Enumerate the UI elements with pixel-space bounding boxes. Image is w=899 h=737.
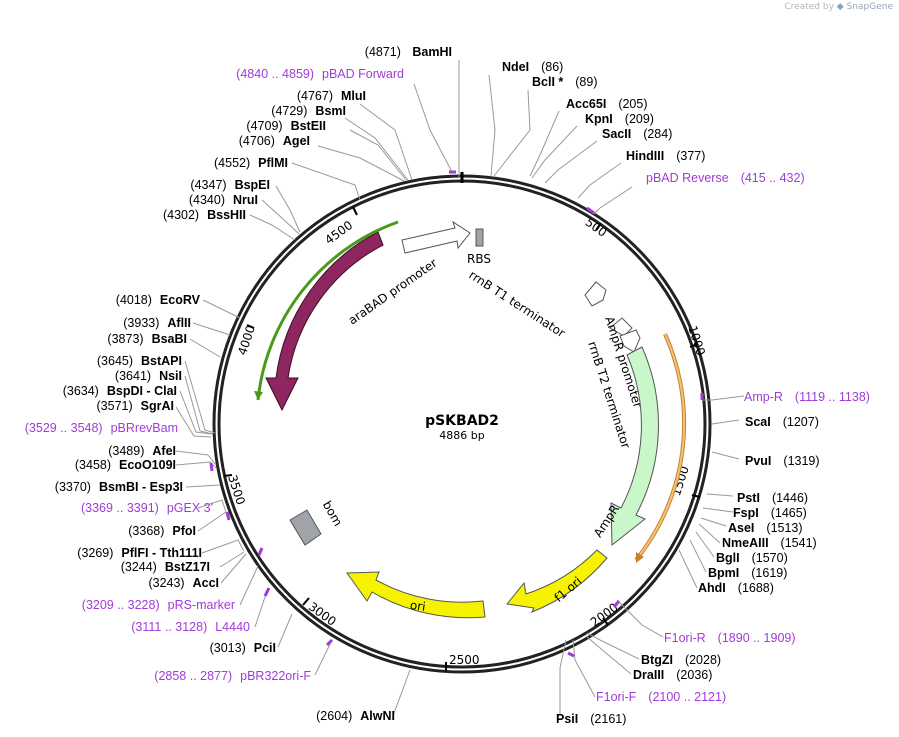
feature-f1-ori[interactable]: f1 ori: [506, 549, 608, 613]
site-BclI[interactable]: BclI *(89): [532, 75, 598, 89]
site-BsaBI[interactable]: (3873)BsaBI: [107, 332, 187, 346]
site-BstAPI[interactable]: (3645)BstAPI: [97, 354, 182, 368]
site-L4440[interactable]: (3111 .. 3128)L4440: [131, 620, 250, 634]
site-KpnI[interactable]: KpnI(209): [585, 112, 654, 126]
site-PstI[interactable]: PstI(1446): [737, 491, 808, 505]
ruler-tick-1000: 1000: [685, 324, 708, 357]
site-BstEII[interactable]: (4709)BstEII: [246, 119, 326, 133]
site-pBR322ori-F[interactable]: (2858 .. 2877)pBR322ori-F: [154, 669, 311, 683]
ruler-tick-2500: 2500: [445, 653, 480, 671]
site-MluI[interactable]: (4767)MluI: [297, 89, 366, 103]
site-F1ori-F[interactable]: F1ori-F(2100 .. 2121): [596, 690, 726, 704]
leader-lines: [175, 60, 745, 717]
plasmid-name: pSKBAD2: [425, 413, 499, 429]
plasmid-backbone: [212, 172, 712, 674]
feature-bom[interactable]: bom: [289, 499, 345, 546]
site-PflFI-Tth111I[interactable]: (3269)PflFI - Tth111I: [77, 546, 202, 560]
site-SgrAI[interactable]: (3571)SgrAI: [97, 399, 174, 413]
site-HindIII[interactable]: HindIII(377): [626, 149, 705, 163]
site-BamHI[interactable]: (4871) BamHI: [365, 45, 452, 59]
site-pRS-marker[interactable]: (3209 .. 3228)pRS-marker: [82, 598, 235, 612]
site-AccI[interactable]: (3243)AccI: [148, 576, 219, 590]
site-AseI[interactable]: AseI(1513): [728, 521, 803, 535]
site-Amp-R[interactable]: Amp-R(1119 .. 1138): [744, 390, 870, 404]
site-AflII[interactable]: (3933)AflII: [123, 316, 191, 330]
feature-rbs[interactable]: RBS: [467, 228, 491, 266]
site-BssHII[interactable]: (4302)BssHII: [163, 208, 246, 222]
site-NdeI[interactable]: NdeI(86): [502, 60, 563, 74]
araC-orf-arrow: [254, 391, 263, 400]
site-SacII[interactable]: SacII(284): [602, 127, 672, 141]
site-BtgZI[interactable]: BtgZI(2028): [641, 653, 721, 667]
site-AlwNI[interactable]: (2604)AlwNI: [316, 709, 395, 723]
credit-prefix: Created by: [784, 2, 834, 12]
site-F1ori-R[interactable]: F1ori-R(1890 .. 1909): [664, 631, 796, 645]
site-PvuI[interactable]: PvuI(1319): [745, 454, 820, 468]
site-BglI[interactable]: BglI(1570): [716, 551, 788, 565]
feature-rrnB-T1[interactable]: rrnB T1 terminator: [466, 268, 607, 341]
site-BpmI[interactable]: BpmI(1619): [708, 566, 787, 580]
plasmid-length: 4886 bp: [439, 429, 484, 442]
feature-ori[interactable]: ori: [346, 571, 486, 619]
site-BspEI[interactable]: (4347)BspEI: [190, 178, 270, 192]
primer-markers: [209, 170, 704, 658]
site-PflMI[interactable]: (4552)PflMI: [214, 156, 288, 170]
site-PsiI[interactable]: PsiI(2161): [556, 712, 626, 726]
feature-label-ori: ori: [409, 598, 426, 614]
ruler-label-2500: 2500: [449, 653, 480, 667]
site-AfeI[interactable]: (3489)AfeI: [108, 444, 176, 458]
site-BspDI-ClaI[interactable]: (3634)BspDI - ClaI: [63, 384, 177, 398]
site-EcoRV[interactable]: (4018)EcoRV: [116, 293, 201, 307]
feature-label-rbs: RBS: [467, 252, 491, 266]
site-labels: (4871) BamHI (4840 .. 4859)pBAD Forward …: [25, 45, 870, 726]
site-pBAD-Reverse[interactable]: pBAD Reverse(415 .. 432): [646, 171, 805, 185]
ruler-label-500: 500: [583, 215, 610, 240]
site-pGEX-3[interactable]: (3369 .. 3391)pGEX 3': [81, 501, 213, 515]
feature-label-rrnB-T1: rrnB T1 terminator: [466, 268, 567, 341]
ampR-orf-arrow: [636, 552, 644, 563]
site-AgeI[interactable]: (4706)AgeI: [239, 134, 310, 148]
ampR-orf-arc-inner: [635, 333, 686, 561]
site-NsiI[interactable]: (3641)NsiI: [115, 369, 182, 383]
site-ScaI[interactable]: ScaI(1207): [745, 415, 819, 429]
site-EcoO109I[interactable]: (3458)EcoO109I: [75, 458, 176, 472]
site-AhdI[interactable]: AhdI(1688): [698, 581, 774, 595]
snapgene-credit: Created by ◆ SnapGene: [784, 2, 893, 12]
site-Acc65I[interactable]: Acc65I(205): [566, 97, 648, 111]
site-pBAD-Forward[interactable]: (4840 .. 4859)pBAD Forward: [236, 67, 404, 81]
site-PciI[interactable]: (3013)PciI: [210, 641, 276, 655]
site-BsmBI-Esp3I[interactable]: (3370)BsmBI - Esp3I: [55, 480, 183, 494]
credit-brand: SnapGene: [846, 2, 893, 12]
site-BstZ17I[interactable]: (3244)BstZ17I: [121, 560, 210, 574]
site-PfoI[interactable]: (3368)PfoI: [128, 524, 196, 538]
araC-orf-arc: [256, 220, 399, 401]
ruler-tick-500: 500: [583, 215, 610, 240]
site-BsmI[interactable]: (4729)BsmI: [271, 104, 346, 118]
ruler-label-1000: 1000: [685, 324, 708, 357]
snapgene-logo-icon: ◆: [836, 2, 844, 12]
site-DraIII[interactable]: DraIII(2036): [633, 668, 712, 682]
site-NmeAIII[interactable]: NmeAIII(1541): [722, 536, 817, 550]
feature-label-bom: bom: [320, 499, 345, 529]
site-FspI[interactable]: FspI(1465): [733, 506, 807, 520]
site-NruI[interactable]: (4340)NruI: [189, 193, 258, 207]
feature-label-araBAD-promoter: araBAD promoter: [346, 256, 440, 328]
site-pBRrevBam[interactable]: (3529 .. 3548)pBRrevBam: [25, 421, 178, 435]
